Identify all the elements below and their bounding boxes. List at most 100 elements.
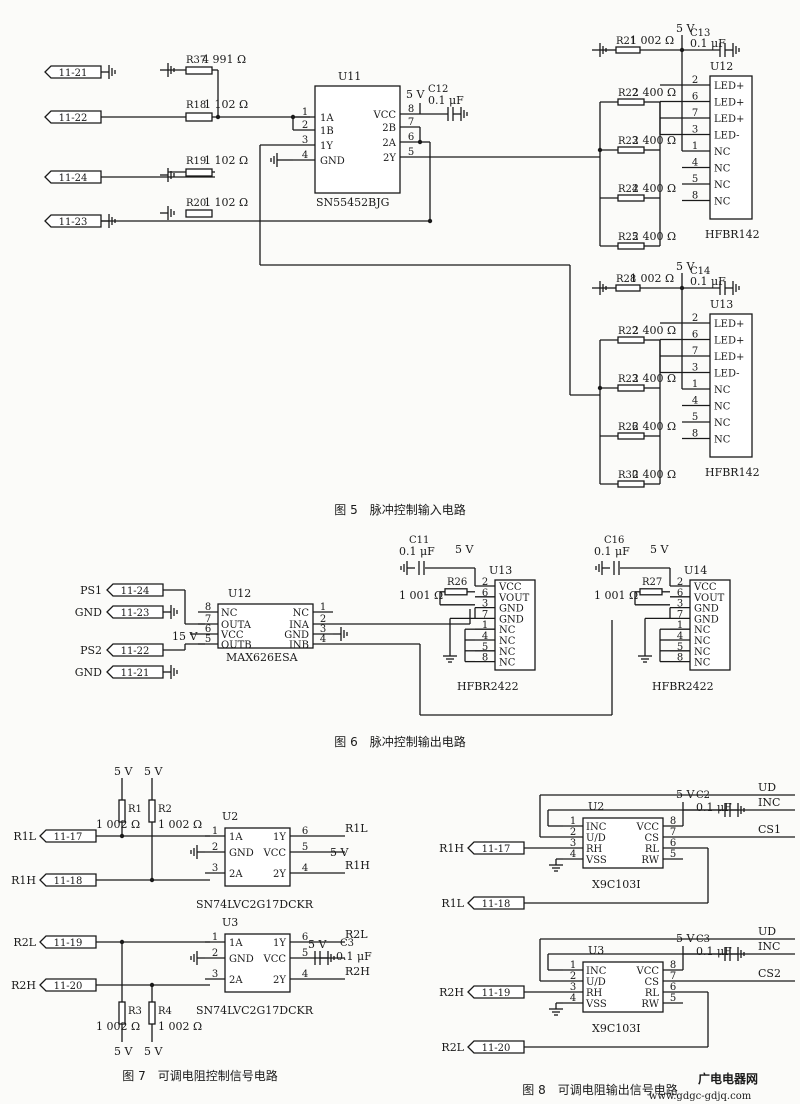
pin-label: GND: [694, 604, 719, 615]
pin-num: 2: [212, 948, 218, 959]
pin-label: LED-: [714, 369, 740, 380]
pin-num: 3: [570, 838, 576, 849]
pin-num: 3: [482, 599, 488, 610]
port-label: 11-22: [59, 113, 88, 124]
chip-ref: U3: [588, 944, 604, 957]
cap-value: 0.1 μF: [399, 545, 435, 558]
pin-num: 6: [692, 92, 698, 103]
pin-label: INA: [289, 620, 310, 631]
res-value: 4 991 Ω: [202, 53, 246, 66]
pin-num: 6: [302, 826, 308, 837]
pin-num: 4: [302, 150, 308, 161]
out-label: R2L: [345, 928, 368, 941]
pin-num: 4: [692, 158, 698, 169]
pin-label: 1Y: [273, 938, 286, 949]
junction-dot: [149, 982, 155, 988]
pin-num: 3: [212, 863, 218, 874]
pin-label: INC: [586, 966, 607, 977]
pin-num: 5: [482, 642, 488, 653]
pin-label: 2Y: [383, 153, 396, 164]
chip-name: HFBR2422: [457, 680, 519, 693]
port-label: 11-23: [59, 217, 88, 228]
pin-label: OUTA: [221, 620, 252, 631]
pin-label: VOUT: [498, 593, 530, 604]
out-label: R2H: [345, 965, 370, 978]
cap-ref: C14: [690, 266, 710, 277]
input-name: R1L: [13, 830, 36, 843]
input-name: GND: [75, 666, 102, 679]
input-name: R1H: [11, 874, 36, 887]
port-label: 11-19: [54, 938, 83, 949]
resistor: [148, 799, 156, 823]
chip-u13: [709, 313, 753, 458]
pin-num: 4: [692, 396, 698, 407]
resistor: [148, 1001, 156, 1025]
res-value: 1 102 Ω: [204, 196, 248, 209]
resistor: [615, 284, 641, 292]
res-value: 2 400 Ω: [632, 134, 676, 147]
res-ref: R1: [128, 804, 142, 815]
pin-label: U/D: [586, 833, 606, 844]
pin-label: GND: [229, 954, 254, 965]
pin-num: 8: [408, 104, 414, 115]
pin-num: 1: [212, 826, 218, 837]
pin-label: VSS: [585, 855, 607, 866]
pin-label: NC: [499, 636, 516, 647]
res-value: 1 102 Ω: [204, 98, 248, 111]
chip-name: HFBR2422: [652, 680, 714, 693]
pin-label: RW: [641, 855, 659, 866]
input-name: R1H: [439, 842, 464, 855]
res-value: 1 001 Ω: [399, 589, 443, 602]
port-label: 11-23: [121, 608, 150, 619]
chip-u14: [689, 579, 731, 671]
resistor: [617, 146, 645, 154]
pin-num: 7: [482, 609, 488, 620]
pin-num: 4: [320, 634, 326, 645]
pin-num: 6: [670, 982, 676, 993]
pin-num: 3: [212, 969, 218, 980]
pin-label: INC: [586, 822, 607, 833]
pin-num: 1: [692, 141, 698, 152]
supply-label: 5 V: [455, 543, 474, 556]
chip-ref: U3: [222, 916, 238, 929]
resistor-r19: [185, 168, 213, 177]
resistor: [615, 46, 641, 54]
pin-num: 2: [302, 120, 308, 131]
chip-u3: [582, 961, 664, 1013]
pin-label: RH: [586, 988, 603, 999]
pin-num: 3: [692, 125, 698, 136]
resistor: [617, 384, 645, 392]
chip-u2: [582, 817, 664, 869]
chip-name: SN74LVC2G17DCKR: [196, 898, 314, 911]
pin-label: 2Y: [273, 869, 286, 880]
port-label: 11-18: [54, 876, 83, 887]
port-label: 11-21: [59, 68, 88, 79]
pin-label: INB: [289, 640, 309, 651]
resistor-r20: [185, 209, 213, 218]
signal-label: INC: [758, 940, 780, 953]
cap-value: 0.1 μF: [696, 945, 732, 958]
cap-ref: C12: [428, 84, 448, 95]
res-value: 2 400 Ω: [632, 420, 676, 433]
pin-label: LED+: [714, 81, 744, 92]
chip-ref: U13: [489, 564, 512, 577]
pin-num: 4: [570, 849, 576, 860]
pin-num: 1: [482, 620, 488, 631]
chip-name: SN74LVC2G17DCKR: [196, 1004, 314, 1017]
resistor: [444, 588, 468, 596]
pin-num: 5: [670, 993, 676, 1004]
pin-label: GND: [499, 604, 524, 615]
pin-label: GND: [694, 614, 719, 625]
res-value: 2 400 Ω: [632, 182, 676, 195]
pin-label: 1B: [320, 126, 334, 137]
pin-label: 1A: [229, 938, 243, 949]
input-name: R1L: [441, 897, 464, 910]
pin-label: LED+: [714, 98, 744, 109]
pin-num: 5: [408, 147, 414, 158]
pin-num: 8: [670, 960, 676, 971]
pin-label: GND: [229, 848, 254, 859]
chip-ref: U2: [588, 800, 604, 813]
resistor-r37: [185, 66, 213, 75]
pin-label: NC: [499, 625, 516, 636]
pin-num: 5: [302, 842, 308, 853]
